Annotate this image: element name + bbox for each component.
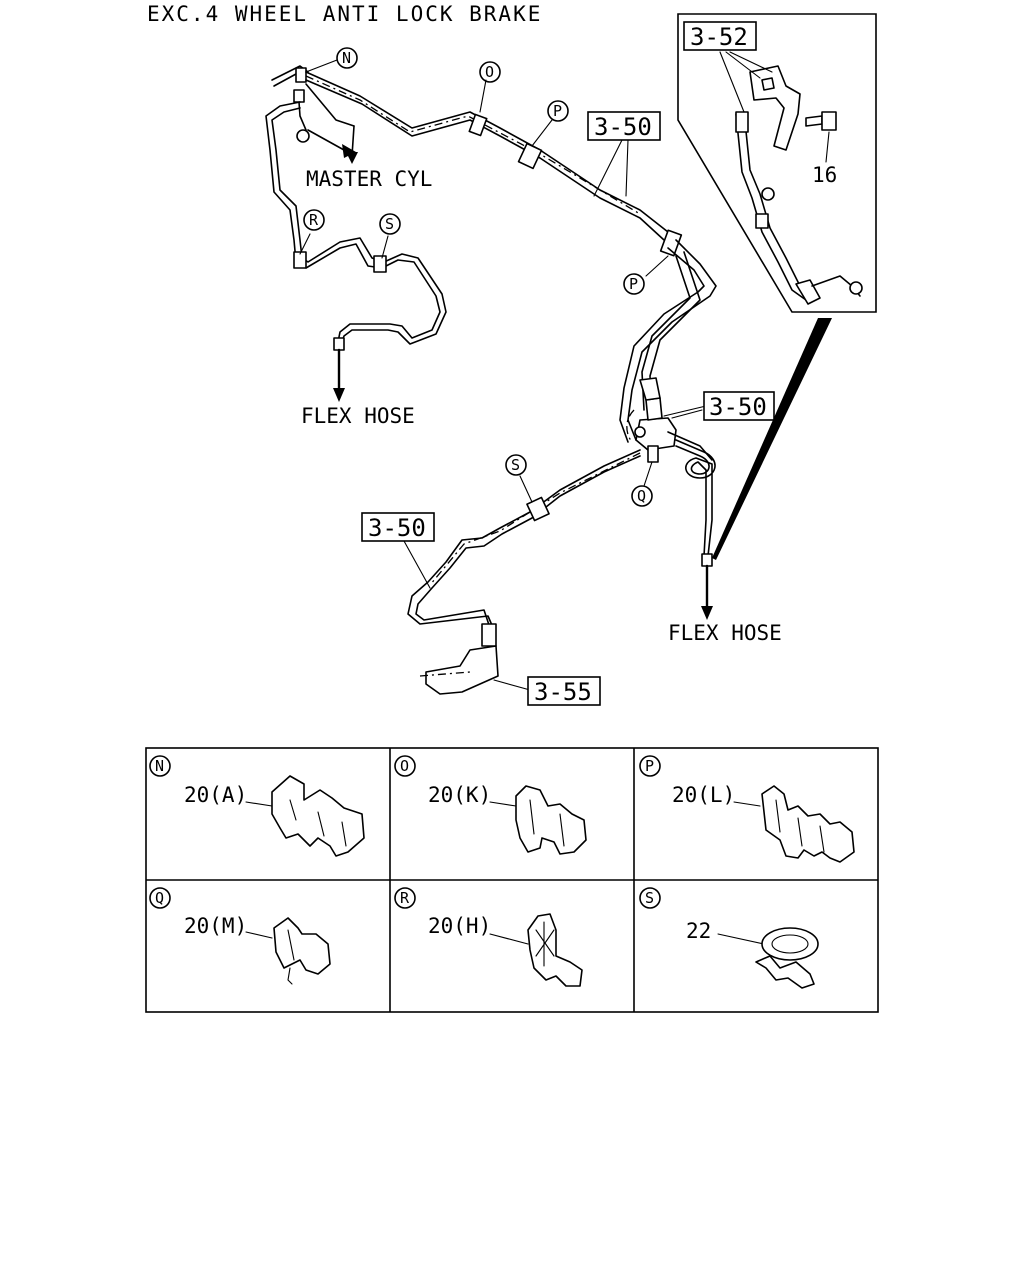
svg-text:3-50: 3-50 [368,514,426,542]
master-cyl-label: MASTER CYL [306,167,432,191]
clip-letter: S [645,889,654,907]
proportioning-valve [626,377,713,461]
ref-box-3-52: 3-52 [683,21,757,51]
callout-p-mid: P [623,273,645,295]
clip-cell-o: O 20(K) [394,755,587,855]
clip-cell-p: P 20(L) [639,755,855,863]
clip-letter: R [400,889,410,907]
right-rear-coil-pipe [675,439,716,620]
clip-part-number: 20(K) [428,783,491,807]
clip-part-number: 20(A) [184,783,247,807]
inset-pointer-wedge [712,318,832,560]
svg-text:P: P [553,102,562,120]
clip-s-lower-mount [519,475,550,522]
callout-q: Q [631,485,653,507]
brake-pipe-assembly [265,13,877,695]
clip-cell-q: Q 20(M) [149,887,331,985]
clip-p-mid-mount [645,229,683,277]
ref-box-3-50-top: 3-50 [587,111,661,141]
svg-text:S: S [385,215,394,233]
svg-text:3-50: 3-50 [594,113,652,141]
clip-cell-n: N 20(A) [149,755,365,857]
clip-cell-r: R 20(H) [394,887,583,987]
callout-p-top: P [547,100,569,122]
clip-q-mount [643,445,659,487]
svg-text:3-50: 3-50 [709,393,767,421]
callout-o: O [479,61,501,83]
clip-part-number: 20(H) [428,914,491,938]
ref-leaders [403,139,707,589]
svg-text:3-55: 3-55 [534,678,592,706]
ref-box-3-55: 3-55 [527,676,601,706]
ref-box-3-50-left: 3-50 [361,512,435,542]
svg-text:N: N [342,49,351,67]
clip-part-number: 20(L) [672,783,735,807]
clip-letter: Q [155,889,164,907]
flex-hose-left-label: FLEX HOSE [301,404,415,428]
svg-text:O: O [485,63,494,81]
clip-table: N 20(A) O 20(K) P 20(L) Q [145,747,879,1013]
clip-letter: O [400,757,409,775]
svg-text:3-52: 3-52 [690,23,748,51]
flex-hose-right-label: FLEX HOSE [668,621,782,645]
left-side-pipe [265,101,447,402]
svg-text:Q: Q [637,487,646,505]
clip-letter: N [155,757,164,775]
detail-inset [677,13,877,313]
svg-text:R: R [309,211,319,229]
callout-s-low: S [505,454,527,476]
callout-s-top: S [379,213,401,235]
clip-part-number: 20(M) [184,914,247,938]
master-cylinder-fittings [271,65,358,164]
clip-p-upper-mount [517,119,553,170]
pipe-to-valve [619,239,717,443]
clip-part-number: 22 [686,919,711,943]
bolt-part-number: 16 [812,163,837,187]
svg-text:P: P [629,275,638,293]
diagram-title: EXC.4 WHEEL ANTI LOCK BRAKE [147,2,542,26]
rear-bracket [419,623,531,695]
clip-letter: P [645,757,654,775]
pipe-to-left-rear [407,449,641,631]
callout-n: N [305,47,358,73]
clip-o-mount [468,79,488,137]
main-pipe-upper [305,71,669,241]
clip-cell-s: S 22 [639,887,819,989]
svg-text:S: S [511,456,520,474]
ref-box-3-50-mid: 3-50 [703,391,775,421]
callout-r: R [303,209,325,231]
